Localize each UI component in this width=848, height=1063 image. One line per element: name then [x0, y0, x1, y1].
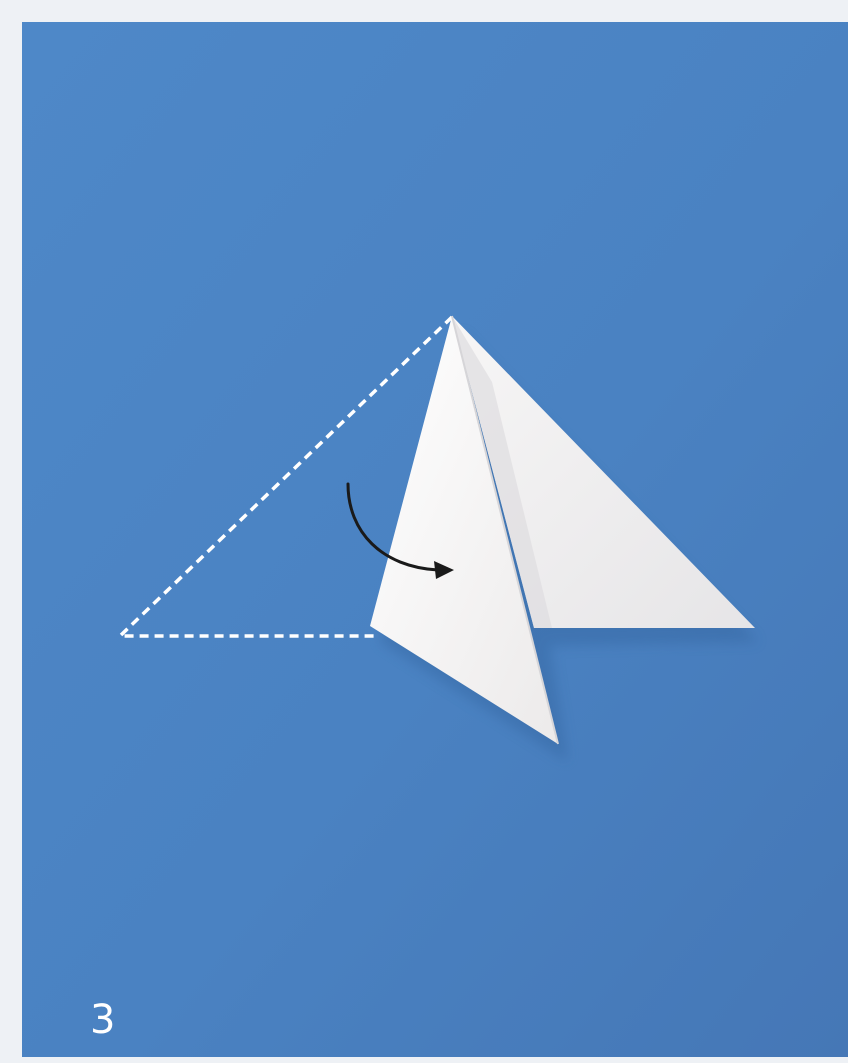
- step-number: 3: [90, 996, 115, 1044]
- step-panel: 3: [22, 22, 848, 1057]
- fold-diagram: [22, 22, 848, 1057]
